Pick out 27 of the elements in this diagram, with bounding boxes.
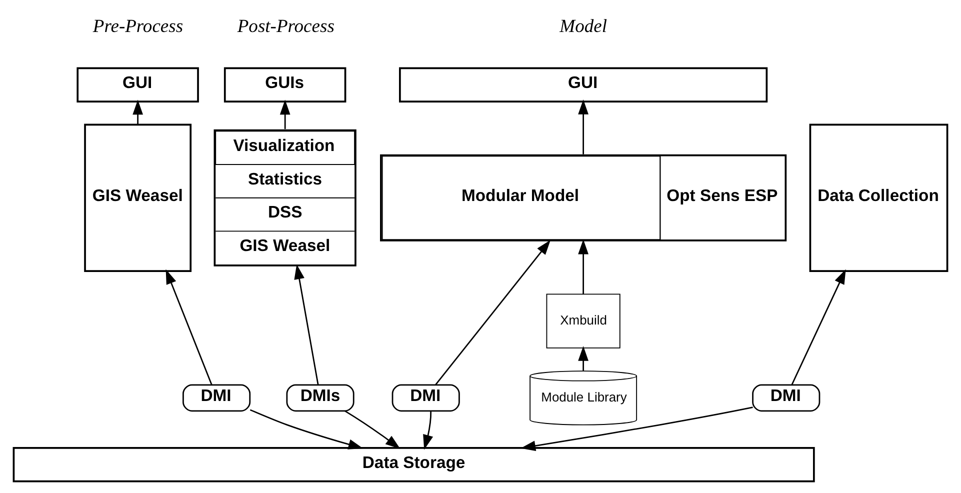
arrow (344, 410, 400, 449)
arrow (578, 346, 588, 371)
node-box: GUIs (224, 67, 346, 102)
node-box: GUI (399, 67, 768, 102)
node-box: GIS Weasel (84, 124, 192, 272)
arrow (791, 269, 846, 386)
node-box: Data Storage (12, 447, 815, 482)
arrow (578, 239, 588, 294)
label: Model (560, 16, 607, 38)
node-box: DMIs (286, 384, 354, 412)
node-box: DMI (752, 384, 820, 412)
arrow (578, 99, 588, 154)
node-box: GUI (76, 67, 199, 102)
arrow (132, 100, 143, 125)
arrow (250, 409, 364, 450)
arrow (166, 269, 212, 386)
node-box: DMI (182, 384, 251, 412)
arrow (520, 406, 753, 452)
label: Pre-Process (92, 16, 184, 38)
arrow (294, 264, 319, 386)
node-box: DMI (392, 384, 460, 412)
label: Post-Process (237, 16, 334, 38)
node-box: Data Collection (809, 124, 948, 272)
node-box: Xmbuild (546, 294, 620, 348)
arrow (280, 100, 290, 130)
arrow (423, 411, 434, 450)
arrow (434, 240, 551, 386)
